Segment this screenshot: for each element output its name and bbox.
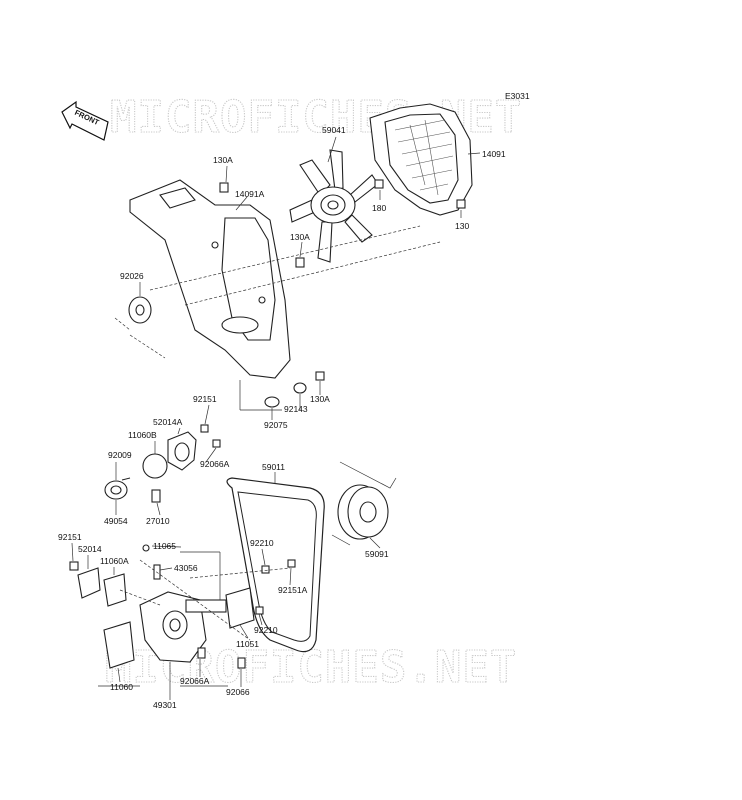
label-92210-top: 92210	[250, 538, 274, 548]
nut-92210-low-part	[255, 606, 264, 615]
label-130a-low: 130A	[310, 394, 330, 404]
bolt-92151a-part	[287, 559, 296, 568]
bolt-130a-mid-part	[295, 257, 305, 268]
label-14091: 14091	[482, 149, 506, 159]
label-92210-low: 92210	[254, 625, 278, 635]
bolt-180-part	[374, 179, 384, 189]
front-arrow-icon: FRONT	[61, 100, 109, 141]
diagram-code: E3031	[505, 91, 530, 101]
label-180: 180	[372, 203, 386, 213]
part-labels: 59041 14091 130A 14091A 180 130 130A 920…	[58, 125, 506, 710]
label-49054: 49054	[104, 516, 128, 526]
bolt-92066a-top-part	[212, 439, 221, 448]
leader-lines	[71, 136, 481, 700]
label-49301: 49301	[153, 700, 177, 710]
label-11065: 11065	[153, 541, 176, 551]
label-59011: 59011	[262, 462, 285, 472]
label-130a-top: 130A	[213, 155, 233, 165]
label-92026: 92026	[120, 271, 144, 281]
label-130a-mid: 130A	[290, 232, 310, 242]
thermostat-housing-52014a-part	[167, 431, 197, 471]
label-92151a: 92151A	[278, 585, 308, 595]
clip-92009-part	[121, 477, 131, 481]
bolt-92066-part	[237, 657, 246, 669]
label-92066a-low: 92066A	[180, 676, 210, 686]
label-92075: 92075	[264, 420, 288, 430]
label-11060b: 11060B	[128, 430, 157, 440]
belt-cover-part	[129, 179, 291, 379]
water-pump-49301-part	[139, 587, 255, 663]
label-59091: 59091	[365, 549, 389, 559]
sensor-27010-part	[151, 489, 161, 503]
label-14091a: 14091A	[235, 189, 265, 199]
nut-92210-top-part	[261, 565, 270, 574]
bolt-130-part	[456, 199, 466, 209]
bolt-130a-low-part	[315, 371, 325, 381]
label-43056: 43056	[174, 563, 198, 573]
label-11060a: 11060A	[100, 556, 129, 566]
pump-cover-52014-part	[69, 561, 101, 599]
label-27010: 27010	[146, 516, 170, 526]
drive-belt-part	[226, 477, 325, 653]
pulley-59091-part	[337, 484, 389, 540]
label-92143: 92143	[284, 404, 308, 414]
thermostat-49054-part	[104, 480, 128, 500]
bolt-130a-top-part	[219, 182, 229, 193]
washer-92143-part	[293, 382, 307, 394]
label-52014: 52014	[78, 544, 102, 554]
label-11060: 11060	[110, 682, 133, 692]
label-92151-left: 92151	[58, 532, 82, 542]
washer-92075-part	[264, 396, 280, 408]
label-92066a-top: 92066A	[200, 459, 230, 469]
ring-11065-part	[142, 544, 150, 552]
cooling-fan-part	[289, 149, 379, 263]
fan-housing-part	[369, 103, 473, 216]
pulley-92026-part	[128, 296, 152, 324]
gasket-11060a-part	[103, 573, 127, 607]
label-92009: 92009	[108, 450, 132, 460]
label-59041: 59041	[322, 125, 346, 135]
gasket-11060b-part	[142, 453, 168, 479]
label-11051: 11051	[236, 639, 259, 649]
bolt-92151-top-part	[200, 424, 209, 433]
label-52014a: 52014A	[153, 417, 183, 427]
bolt-92066a-low-part	[197, 647, 206, 659]
gasket-11060-part	[103, 621, 135, 669]
label-92151-top: 92151	[193, 394, 217, 404]
label-130: 130	[455, 221, 469, 231]
label-92066: 92066	[226, 687, 250, 697]
